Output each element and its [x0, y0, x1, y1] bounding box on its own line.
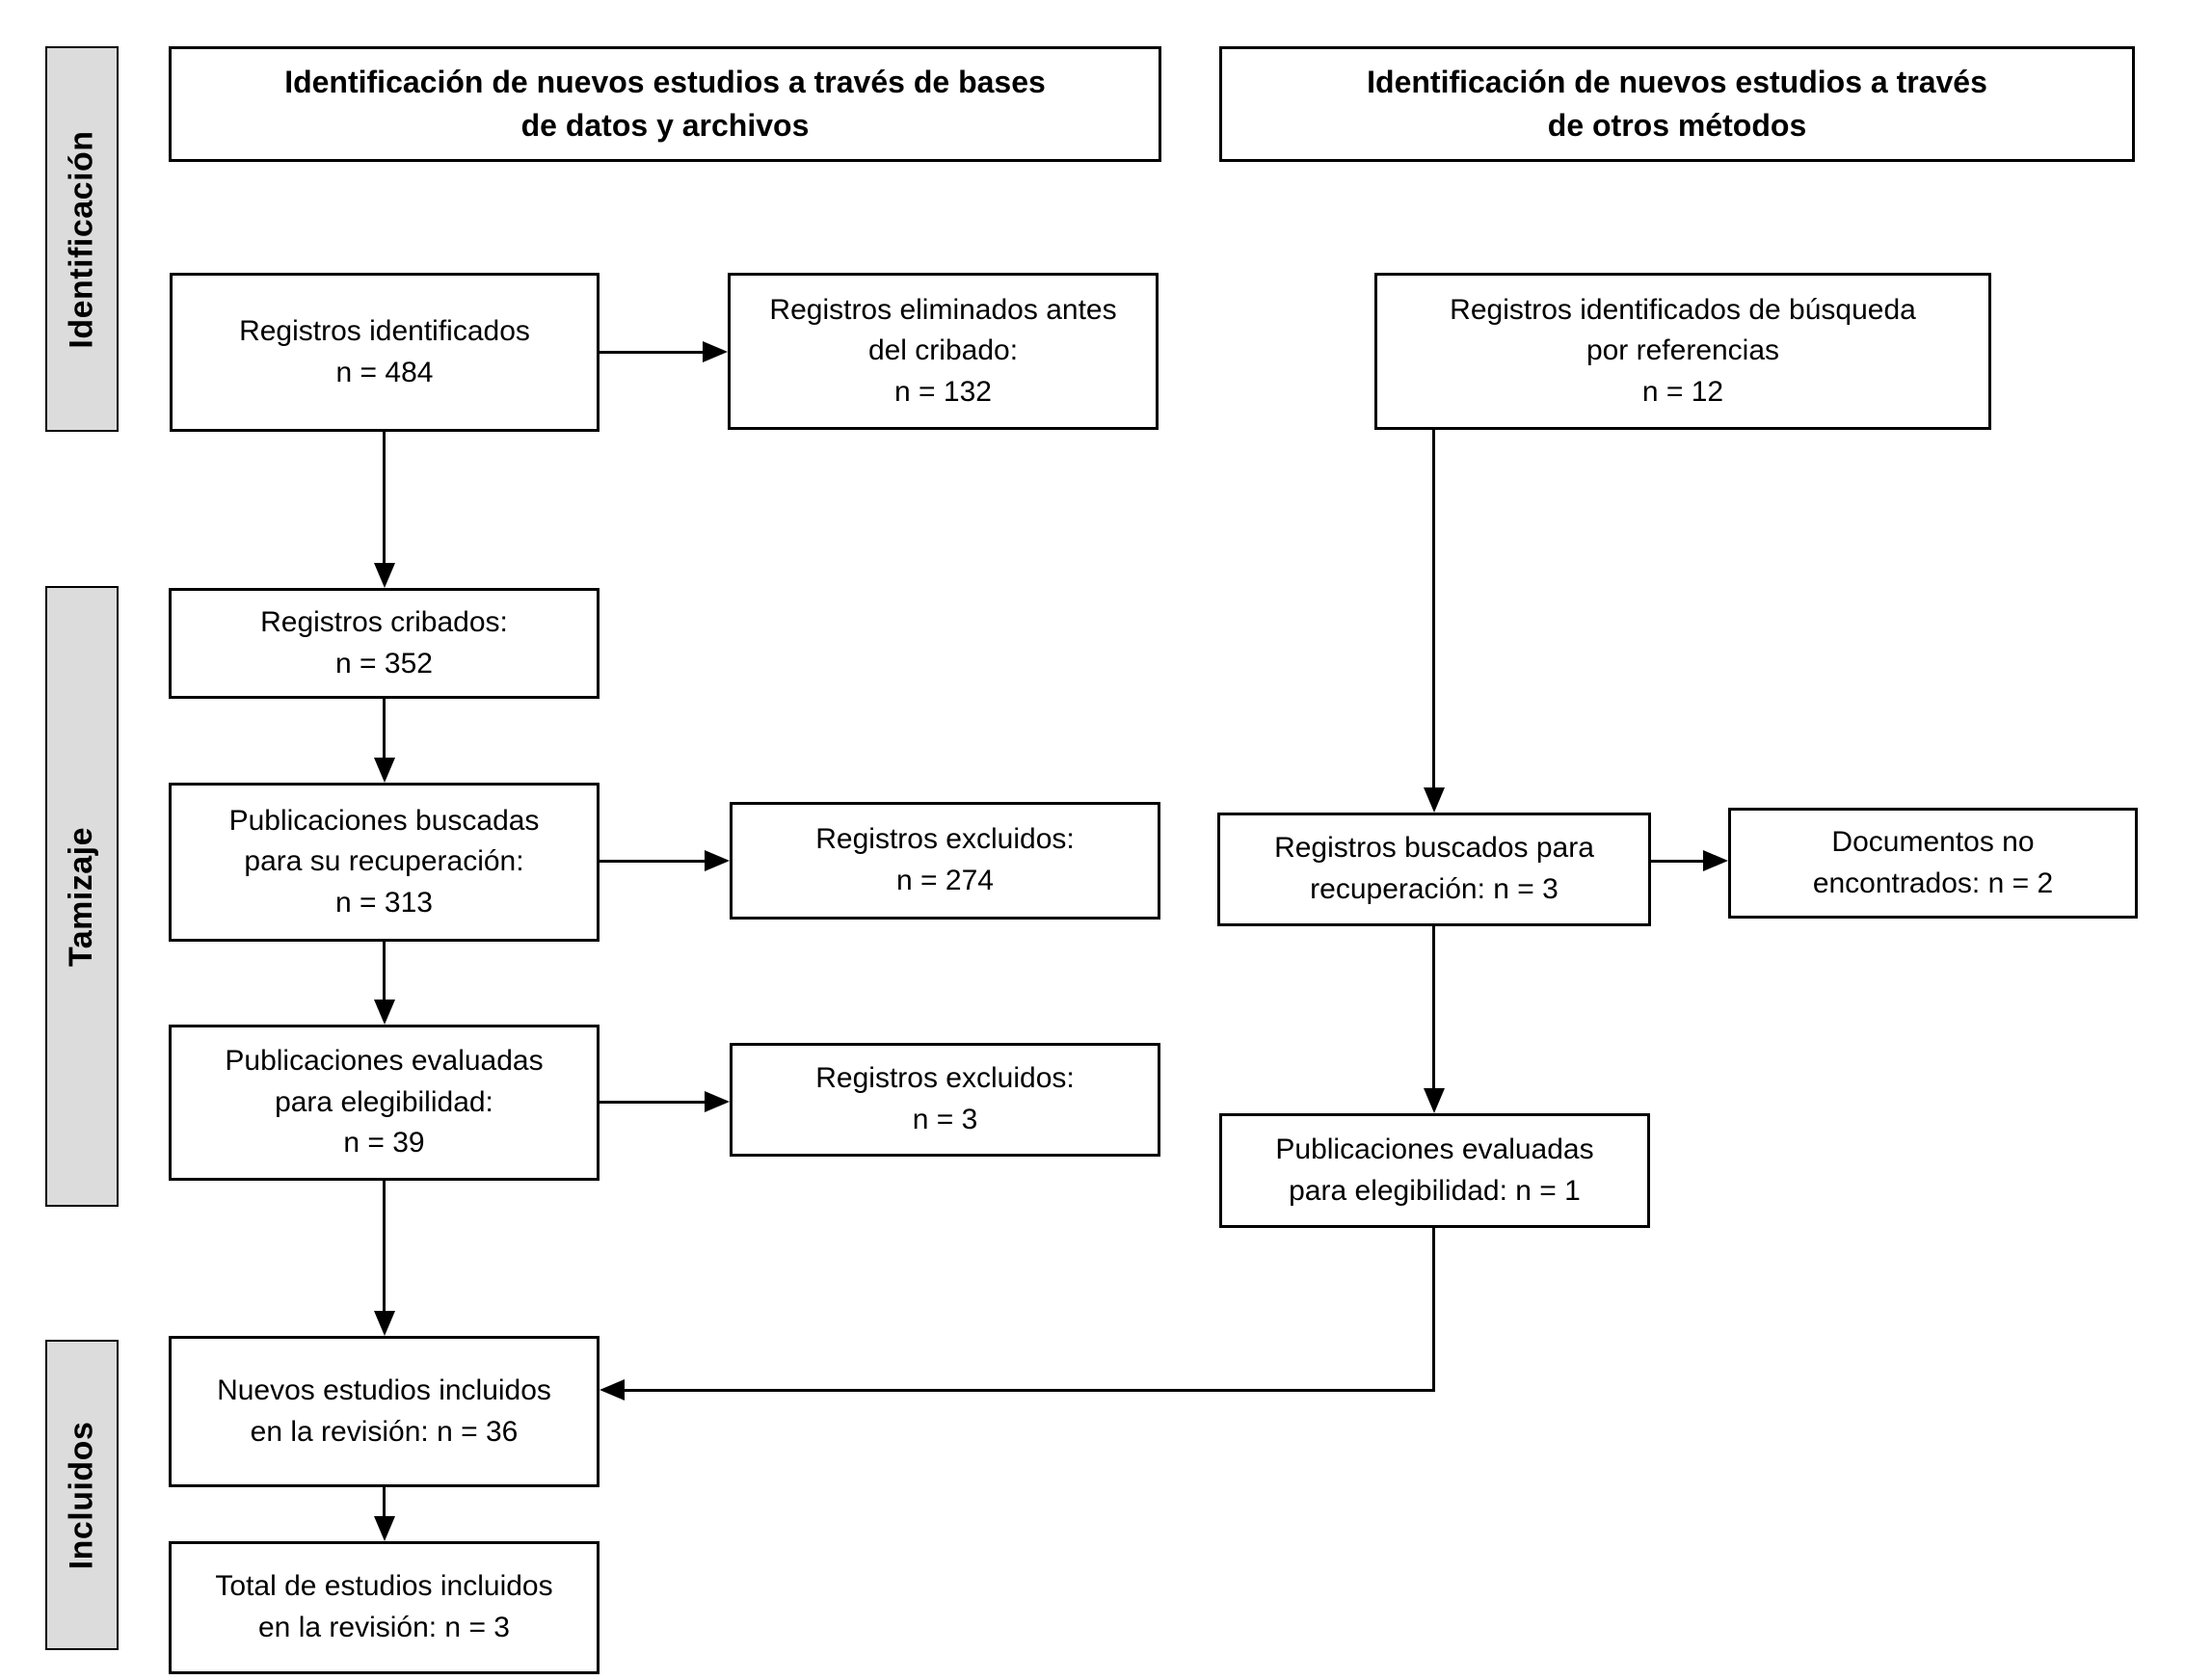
- arrow-line-identified-to-screened: [383, 432, 386, 563]
- arrowhead-identified-to-removed: [703, 341, 728, 362]
- box-new-studies-included: Nuevos estudios incluidos en la revisión…: [169, 1336, 600, 1487]
- stage-screening: Tamizaje: [45, 586, 119, 1207]
- stage-label-identification: Identificación: [63, 129, 100, 349]
- box-records-removed-before-screening: Registros eliminados antes del cribado: …: [728, 273, 1159, 430]
- arrowhead-sought-to-excluded: [705, 850, 730, 871]
- header-other-methods: Identificación de nuevos estudios a trav…: [1219, 46, 2135, 162]
- arrow-line-identified-to-removed: [600, 351, 703, 354]
- box-reports-assessed-other: Publicaciones evaluadas para elegibilida…: [1219, 1113, 1650, 1228]
- arrowhead-sought-other-to-assessed-other: [1424, 1088, 1445, 1113]
- box-reports-sought: Publicaciones buscadas para su recuperac…: [169, 783, 600, 942]
- box-documents-not-found: Documentos no encontrados: n = 2: [1728, 808, 2138, 919]
- arrowhead-screened-to-sought: [374, 758, 395, 783]
- header-databases: Identificación de nuevos estudios a trav…: [169, 46, 1161, 162]
- arrowhead-sought-other-to-not-found: [1703, 850, 1728, 871]
- arrow-line-assessed-to-excluded: [600, 1101, 705, 1104]
- box-records-identified: Registros identificados n = 484: [170, 273, 600, 432]
- arrowhead-assessed-to-excluded: [705, 1091, 730, 1112]
- box-reports-assessed: Publicaciones evaluadas para elegibilida…: [169, 1025, 600, 1181]
- arrow-line-sought-to-assessed: [383, 942, 386, 1000]
- arrow-line-assessed-to-included: [383, 1181, 386, 1311]
- arrowhead-into-new-studies: [600, 1379, 625, 1400]
- stage-included: Incluidos: [45, 1340, 119, 1650]
- box-records-screened: Registros cribados: n = 352: [169, 588, 600, 699]
- box-total-studies-included: Total de estudios incluidos en la revisi…: [169, 1541, 600, 1674]
- stage-identification: Identificación: [45, 46, 119, 432]
- box-records-excluded-screening: Registros excluidos: n = 274: [730, 802, 1160, 920]
- arrowhead-citation-to-sought-other: [1424, 787, 1445, 813]
- arrow-line-sought-other-to-not-found: [1651, 860, 1703, 863]
- elbow-line-vertical-assessed-other: [1432, 1228, 1435, 1392]
- arrow-line-included-to-total: [383, 1487, 386, 1516]
- box-records-sought-other: Registros buscados para recuperación: n …: [1217, 813, 1651, 926]
- box-records-excluded-eligibility: Registros excluidos: n = 3: [730, 1043, 1160, 1157]
- arrow-line-citation-to-sought-other: [1432, 430, 1435, 787]
- box-records-identified-citation: Registros identificados de búsqueda por …: [1374, 273, 1991, 430]
- arrow-line-screened-to-sought: [383, 699, 386, 758]
- elbow-line-horizontal-to-new-studies: [625, 1389, 1435, 1392]
- arrow-line-sought-other-to-assessed-other: [1432, 926, 1435, 1088]
- arrowhead-assessed-to-included: [374, 1311, 395, 1336]
- stage-label-included: Incluidos: [63, 1421, 100, 1569]
- stage-label-screening: Tamizaje: [63, 826, 100, 967]
- arrowhead-identified-to-screened: [374, 563, 395, 588]
- arrowhead-included-to-total: [374, 1516, 395, 1541]
- arrow-line-sought-to-excluded: [600, 860, 705, 863]
- arrowhead-sought-to-assessed: [374, 1000, 395, 1025]
